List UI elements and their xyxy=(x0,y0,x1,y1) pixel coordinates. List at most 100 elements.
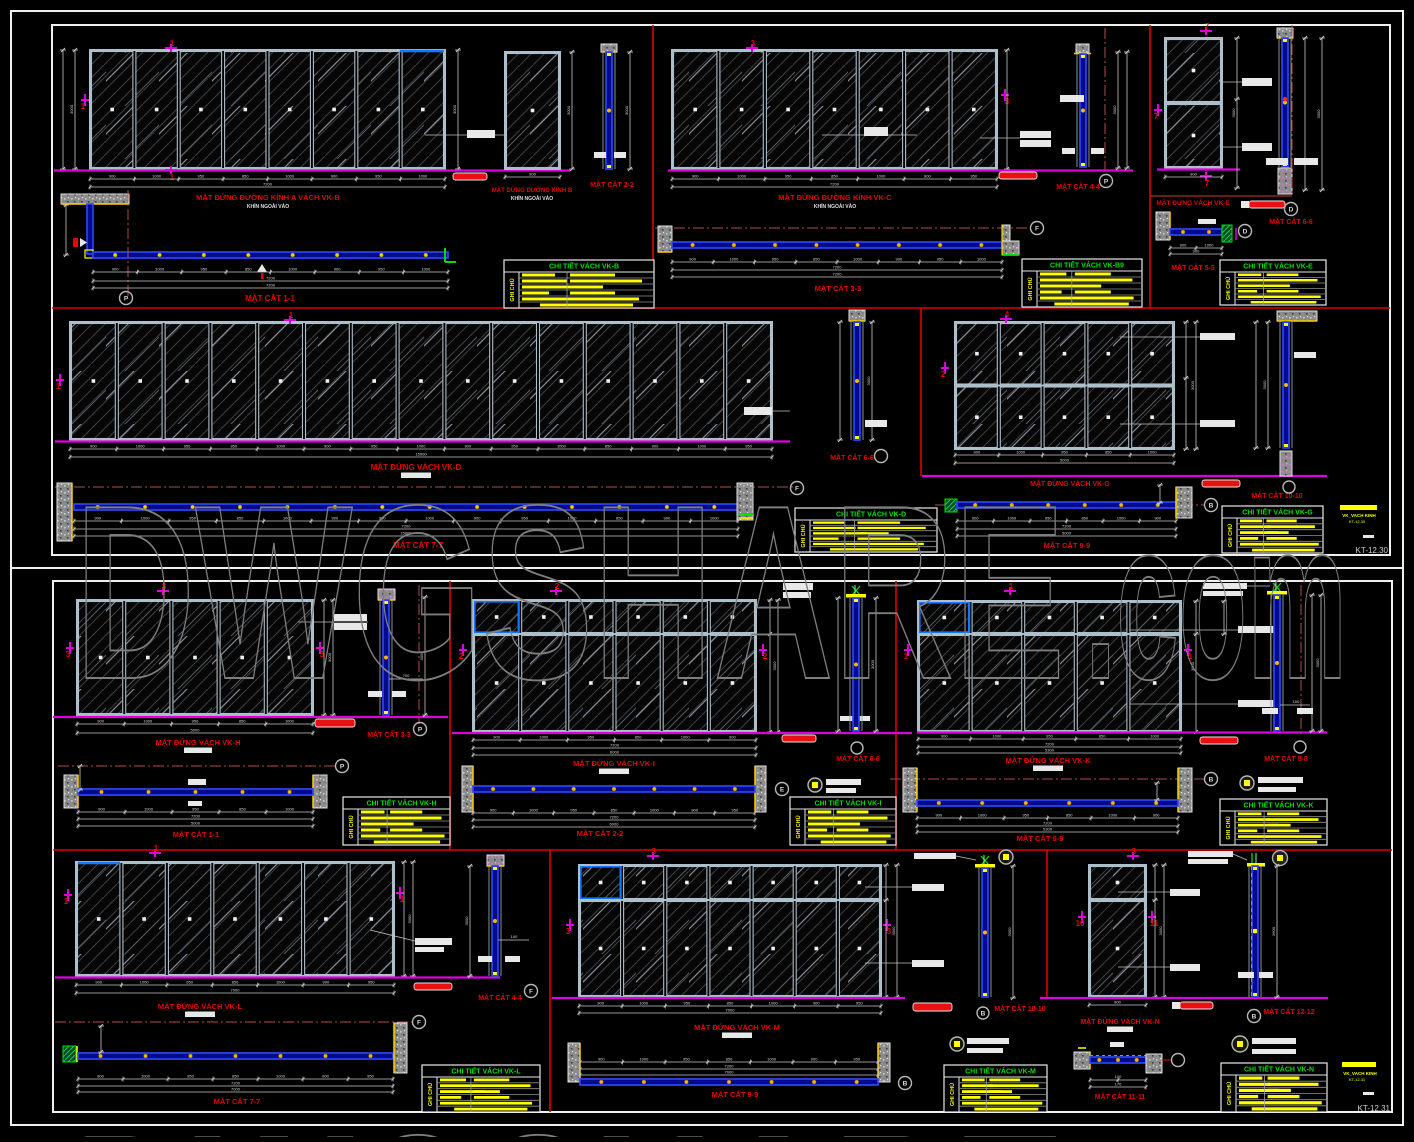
svg-text:1000: 1000 xyxy=(276,444,286,449)
svg-text:1000: 1000 xyxy=(650,808,660,813)
svg-text:P: P xyxy=(418,726,423,733)
svg-text:900: 900 xyxy=(97,1074,104,1079)
svg-text:850: 850 xyxy=(616,516,623,521)
svg-text:MẶT CẮT 6-6: MẶT CẮT 6-6 xyxy=(1269,217,1313,226)
svg-text:3000: 3000 xyxy=(419,651,424,661)
svg-text:950: 950 xyxy=(856,1001,863,1006)
svg-text:6000: 6000 xyxy=(610,822,620,827)
svg-text:7200: 7200 xyxy=(402,524,412,529)
svg-text:F: F xyxy=(417,1019,421,1026)
svg-text:900: 900 xyxy=(652,444,659,449)
svg-text:MẶT CẮT 8-8: MẶT CẮT 8-8 xyxy=(1264,754,1308,763)
svg-text:950: 950 xyxy=(1061,450,1068,455)
svg-text:MẶT CẮT 3-3: MẶT CẮT 3-3 xyxy=(815,284,862,293)
svg-text:7200: 7200 xyxy=(1045,742,1055,747)
svg-text:3: 3 xyxy=(652,847,657,856)
svg-text:950: 950 xyxy=(375,174,382,179)
svg-text:3000: 3000 xyxy=(452,104,457,114)
svg-text:950: 950 xyxy=(192,807,199,812)
svg-text:3000: 3000 xyxy=(1190,380,1195,390)
svg-text:850: 850 xyxy=(605,444,612,449)
svg-text:950: 950 xyxy=(511,444,518,449)
svg-text:1000: 1000 xyxy=(141,1074,151,1079)
svg-text:7200: 7200 xyxy=(263,182,273,187)
svg-text:4: 4 xyxy=(1005,310,1010,319)
svg-text:7200: 7200 xyxy=(830,182,840,187)
svg-text:900: 900 xyxy=(334,267,341,272)
svg-text:1: 1 xyxy=(1009,582,1014,591)
svg-text:2: 2 xyxy=(459,652,464,661)
svg-text:1000: 1000 xyxy=(276,980,286,985)
svg-text:MẶT CẮT 9-9: MẶT CẮT 9-9 xyxy=(1017,834,1064,843)
svg-text:850: 850 xyxy=(245,267,252,272)
svg-text:950: 950 xyxy=(187,1074,194,1079)
svg-text:B: B xyxy=(1209,776,1214,783)
svg-text:7200: 7200 xyxy=(266,283,276,288)
svg-text:VK_VACH KINH: VK_VACH KINH xyxy=(1342,513,1375,518)
svg-text:1000: 1000 xyxy=(288,267,298,272)
svg-text:5300: 5300 xyxy=(1045,748,1055,753)
svg-text:170: 170 xyxy=(1115,1082,1122,1087)
svg-text:1000: 1000 xyxy=(568,516,578,521)
svg-text:F: F xyxy=(1035,225,1039,232)
svg-text:1000: 1000 xyxy=(140,980,150,985)
svg-text:900: 900 xyxy=(813,1001,820,1006)
svg-text:900: 900 xyxy=(691,808,698,813)
svg-text:MẶT ĐỨNG VÁCH VK-I: MẶT ĐỨNG VÁCH VK-I xyxy=(573,759,655,768)
svg-text:MẶT ĐỨNG VÁCH VK-H: MẶT ĐỨNG VÁCH VK-H xyxy=(156,738,241,747)
svg-text:950: 950 xyxy=(186,980,193,985)
svg-text:KT-12.31: KT-12.31 xyxy=(1349,1077,1366,1082)
svg-text:950: 950 xyxy=(785,174,792,179)
svg-text:900: 900 xyxy=(1180,243,1187,248)
svg-text:CHI TIẾT VÁCH VK-L: CHI TIẾT VÁCH VK-L xyxy=(451,1066,521,1076)
svg-text:CHI TIẾT VÁCH VK-E: CHI TIẾT VÁCH VK-E xyxy=(1243,261,1313,271)
svg-text:GHI CHÚ: GHI CHÚ xyxy=(1027,277,1034,300)
svg-text:D: D xyxy=(1289,206,1294,213)
svg-text:11: 11 xyxy=(1150,919,1159,928)
svg-text:MẶT CẮT 1-1: MẶT CẮT 1-1 xyxy=(245,294,295,303)
svg-text:900: 900 xyxy=(464,444,471,449)
svg-text:7200: 7200 xyxy=(266,276,276,281)
svg-text:B: B xyxy=(981,1010,986,1017)
svg-text:MẶT CẮT 7-7: MẶT CẮT 7-7 xyxy=(393,541,443,550)
svg-text:900: 900 xyxy=(109,174,116,179)
svg-text:900: 900 xyxy=(974,450,981,455)
svg-text:850: 850 xyxy=(239,807,246,812)
svg-text:3000: 3000 xyxy=(1316,109,1321,119)
svg-text:850: 850 xyxy=(831,174,838,179)
svg-text:1000: 1000 xyxy=(529,808,539,813)
svg-text:3000: 3000 xyxy=(1112,105,1117,115)
svg-text:1000: 1000 xyxy=(639,1057,649,1062)
svg-text:DWGSHARE: DWGSHARE xyxy=(75,1083,1065,1137)
svg-text:3000: 3000 xyxy=(1007,927,1012,937)
svg-text:B: B xyxy=(1209,502,1214,509)
svg-text:MẶT CẮT 1-1: MẶT CẮT 1-1 xyxy=(173,830,220,839)
svg-text:1000: 1000 xyxy=(978,813,988,818)
svg-text:900: 900 xyxy=(729,735,736,740)
svg-text:950: 950 xyxy=(1022,813,1029,818)
svg-text:1000: 1000 xyxy=(769,1001,779,1006)
svg-text:MẶT CẮT 11-11: MẶT CẮT 11-11 xyxy=(1095,1092,1146,1101)
svg-text:5000: 5000 xyxy=(1062,531,1072,536)
svg-text:CHI TIẾT VÁCH VK-D: CHI TIẾT VÁCH VK-D xyxy=(836,509,906,519)
svg-text:3000: 3000 xyxy=(566,105,571,115)
svg-text:100: 100 xyxy=(1115,1074,1122,1079)
svg-text:1000: 1000 xyxy=(876,174,886,179)
svg-text:850: 850 xyxy=(242,174,249,179)
svg-text:1000: 1000 xyxy=(1117,516,1127,521)
svg-text:900: 900 xyxy=(331,174,338,179)
svg-text:2: 2 xyxy=(555,582,560,591)
svg-text:1000: 1000 xyxy=(418,174,428,179)
svg-text:1000: 1000 xyxy=(1016,450,1026,455)
svg-text:F: F xyxy=(795,485,799,492)
svg-text:900: 900 xyxy=(664,516,671,521)
svg-text:7: 7 xyxy=(1205,22,1210,31)
svg-text:MẶT CẮT 2-2: MẶT CẮT 2-2 xyxy=(590,180,634,189)
svg-text:1000: 1000 xyxy=(539,735,549,740)
svg-text:1: 1 xyxy=(1188,652,1193,661)
svg-text:1000: 1000 xyxy=(417,444,427,449)
svg-text:7200: 7200 xyxy=(610,815,620,820)
svg-text:1000: 1000 xyxy=(283,516,293,521)
svg-text:850: 850 xyxy=(611,808,618,813)
svg-text:900: 900 xyxy=(98,807,105,812)
